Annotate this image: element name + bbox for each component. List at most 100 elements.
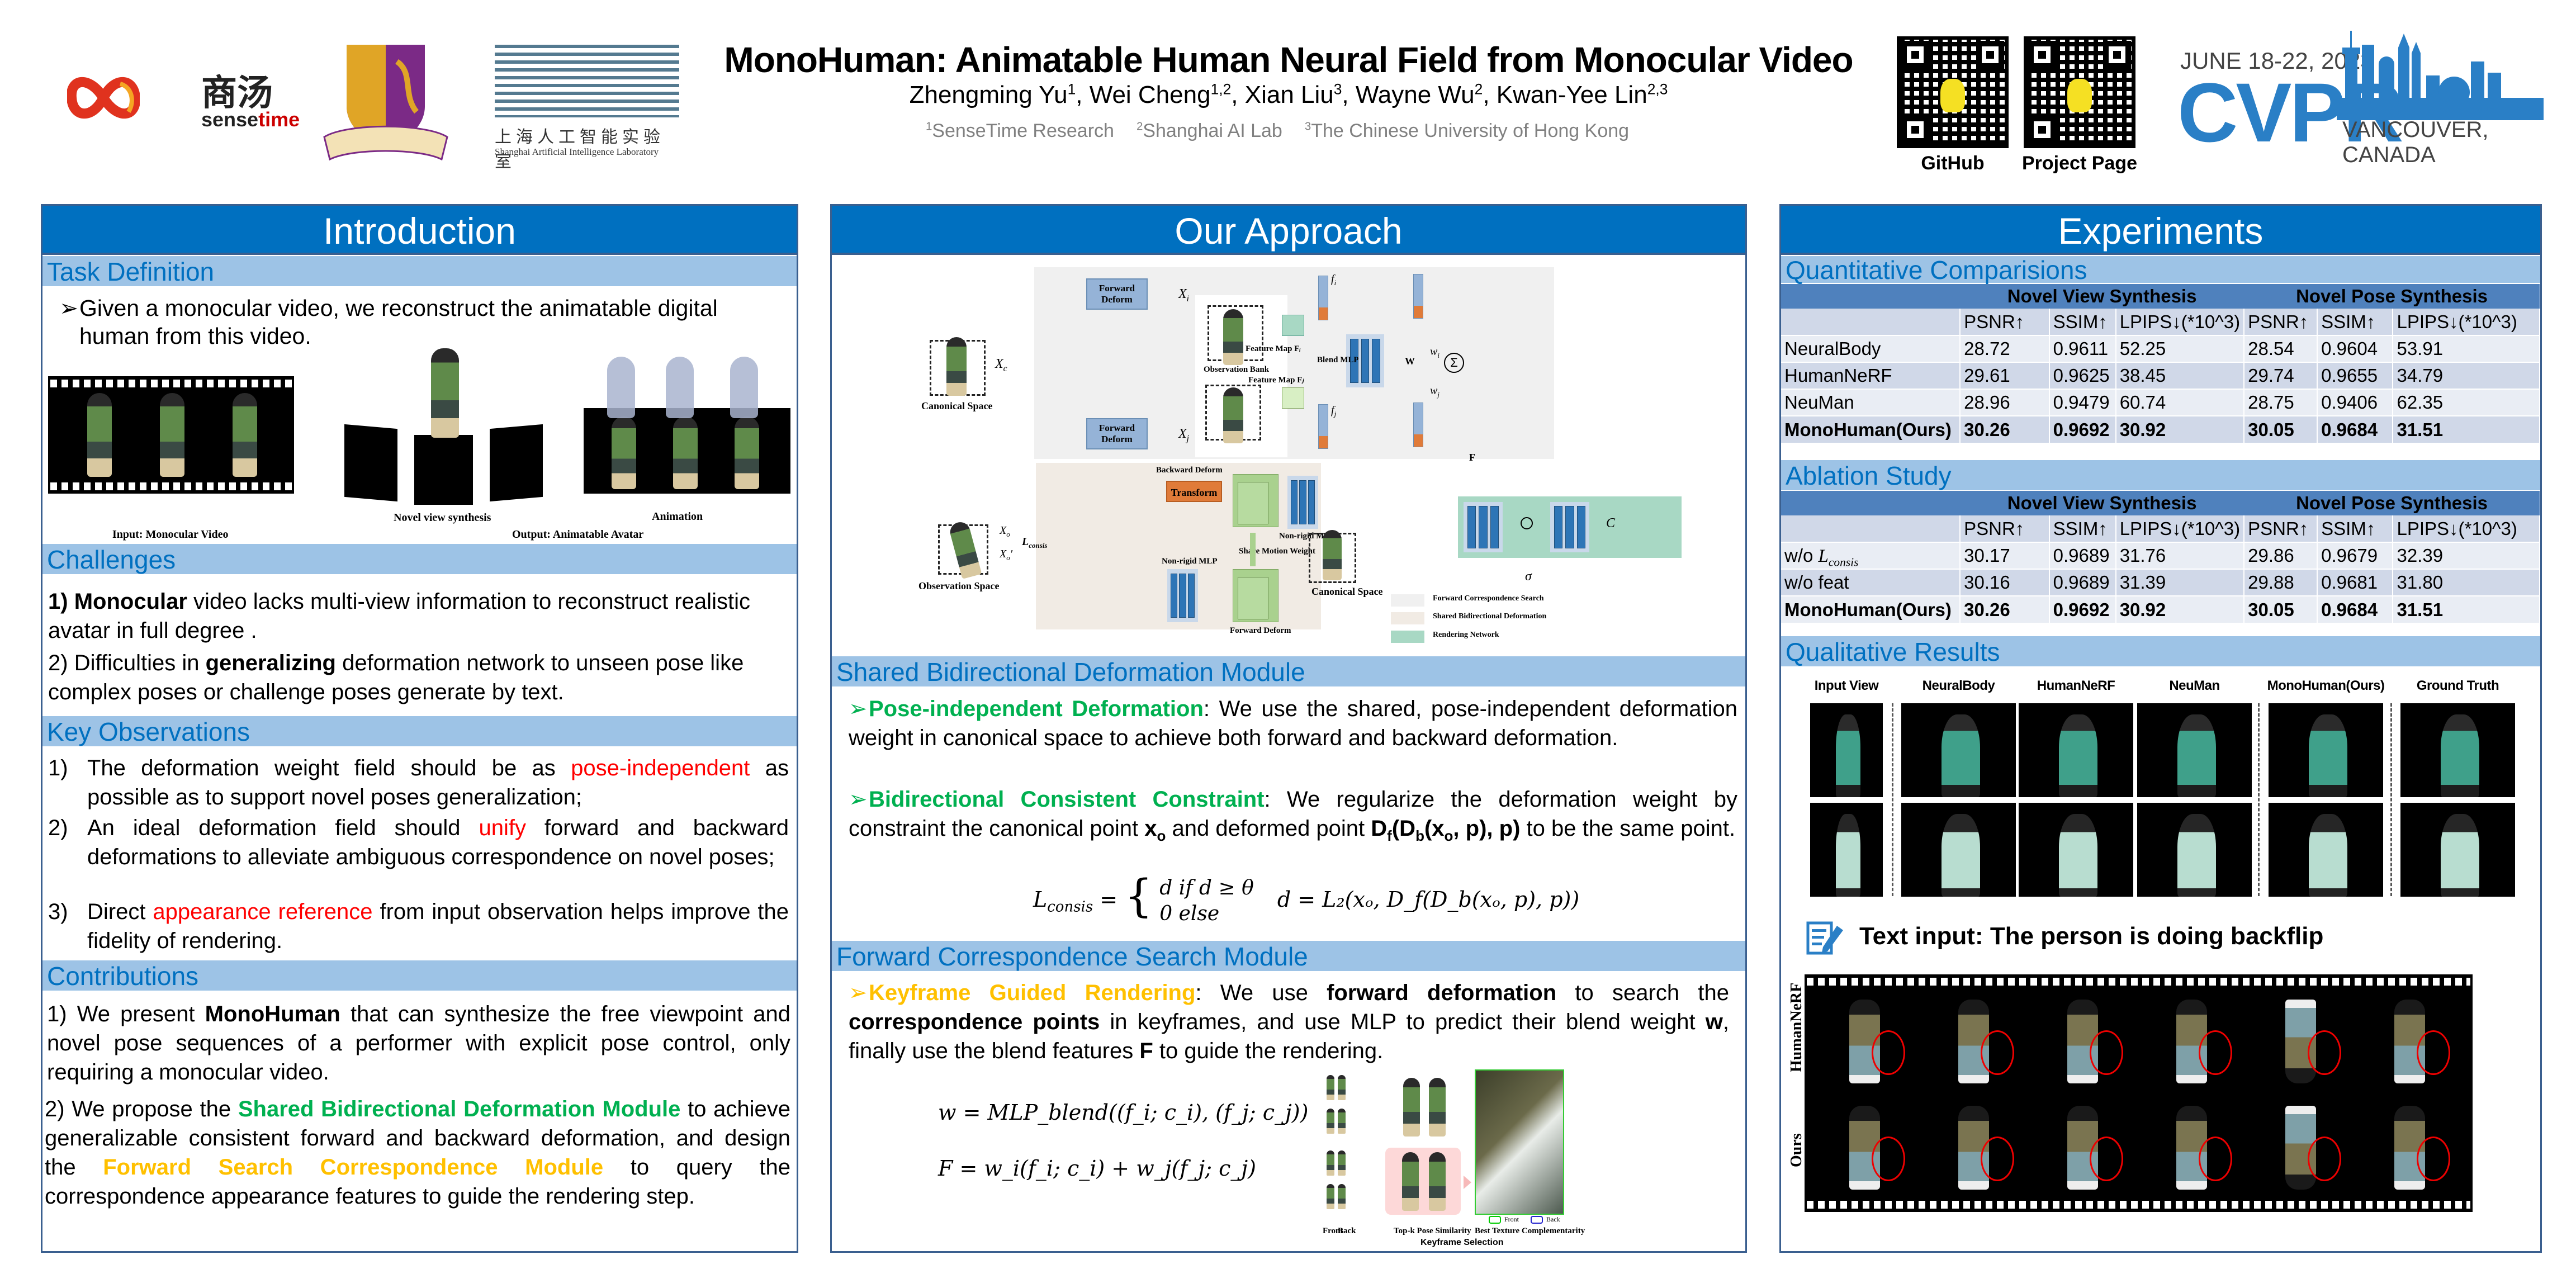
sbdm-heading: Shared Bidirectional Deformation Module — [832, 656, 1745, 686]
observation-bank-label: Observation Bank — [1204, 365, 1270, 374]
xo-prime-label: Xo′ — [1000, 548, 1013, 562]
blend-weight-equation: w = MLP_blend((f_i; c_i), (f_j; c_j)) — [938, 1100, 1309, 1125]
zoom-circle-highlight — [2308, 1030, 2341, 1075]
sbdm-item-consistent: ➢Bidirectional Consistent Constraint: We… — [849, 785, 1737, 843]
approach-panel: Our Approach Canonical Space Xc Forward … — [830, 204, 1747, 1253]
divider-dashed — [1892, 703, 1893, 896]
introduction-panel: Introduction Task Definition ➢Given a mo… — [41, 204, 798, 1253]
metric-cell: 30.92 — [2115, 415, 2245, 443]
keyframe-thumb — [1327, 1150, 1334, 1176]
sbdm-item-pose-independent: ➢Pose-independent Deformation: We use th… — [849, 694, 1737, 752]
xi-label: Xi — [1178, 287, 1190, 304]
density-output-label: σ — [1525, 569, 1532, 584]
affiliation: 1SenseTime Research — [925, 120, 1114, 141]
keyframe-thumb — [1327, 1075, 1334, 1100]
metric-cell: 30.17 — [1960, 542, 2050, 569]
table-group-header: Novel View Synthesis — [1960, 284, 2244, 309]
metric-cell: 60.74 — [2115, 389, 2245, 416]
forward-deform-box-top: Forward Deform — [1086, 278, 1148, 310]
table-column-header: SSIM↑ — [2317, 515, 2394, 542]
render-mlp-1 — [1464, 502, 1503, 552]
person-figure — [233, 393, 257, 477]
person-figure — [2440, 714, 2480, 797]
vancouver-skyline-icon — [2337, 31, 2544, 120]
caption-animation: Animation — [652, 510, 703, 523]
table-column-header: LPIPS↓(*10^3) — [2115, 515, 2245, 542]
feature-vector-fj-right — [1413, 402, 1423, 447]
keyframe-figure — [1429, 1078, 1446, 1137]
experiments-title: Experiments — [1781, 206, 2540, 255]
texture-map — [1475, 1069, 1564, 1215]
F-label: F — [1469, 452, 1475, 463]
person-figure — [2058, 814, 2098, 897]
pikachu-icon — [2067, 79, 2092, 112]
person-figure — [2177, 814, 2217, 897]
project-page-qr-code[interactable] — [2024, 36, 2135, 148]
metric-cell: 0.9655 — [2317, 362, 2394, 389]
metric-cell: 0.9479 — [2049, 389, 2116, 416]
person-figure — [673, 416, 698, 489]
github-label: GitHub — [1921, 153, 1985, 174]
metric-cell: 0.9689 — [2049, 542, 2116, 569]
person-figure — [1223, 387, 1243, 443]
feature-map-j — [1282, 387, 1304, 409]
table-group-header: Novel Pose Synthesis — [2244, 491, 2540, 515]
table-group-header: Novel View Synthesis — [1960, 491, 2244, 515]
metric-cell: 30.92 — [2115, 595, 2245, 623]
front-label: Front — [1323, 1227, 1343, 1235]
author-name: Xian Liu3 — [1244, 80, 1342, 108]
github-qr-code[interactable] — [1897, 36, 2009, 148]
zoom-circle-highlight — [1872, 1030, 1905, 1075]
contribution-item-2: 2) We propose the Shared Bidirectional D… — [45, 1097, 790, 1209]
fj-label: fj — [1331, 404, 1337, 418]
metric-cell: 32.39 — [2393, 542, 2540, 569]
shanghai-ai-lab-logo: 上海人工智能实验室 Shanghai Artificial Intelligen… — [492, 45, 682, 171]
metric-cell: 0.9604 — [2317, 335, 2394, 362]
legend-back-label: Back — [1546, 1215, 1560, 1223]
keyframe-thumb — [1327, 1184, 1334, 1209]
legend-sbd-label: Shared Bidirectional Deformation — [1433, 612, 1547, 621]
person-figure — [2308, 714, 2348, 797]
arrow-bullet-icon: ➢ — [849, 981, 868, 1005]
animation-panel — [584, 408, 790, 494]
qualitative-result-image — [2019, 803, 2133, 897]
backward-deform-label: Backward Deform — [1156, 466, 1223, 475]
zoom-circle-highlight — [1981, 1137, 2014, 1181]
zoom-circle-highlight — [2417, 1137, 2450, 1181]
person-figure — [1941, 714, 1981, 797]
person-figure — [87, 393, 112, 477]
observation-item: 1)The deformation weight field should be… — [48, 756, 789, 809]
architecture-diagram: Canonical Space Xc Forward Deform Forwar… — [832, 206, 1749, 653]
qualitative-column-label: Input View — [1814, 678, 1879, 693]
sum-node: Σ — [1444, 353, 1464, 373]
zoom-circle-highlight — [2417, 1030, 2450, 1075]
xc-label: Xc — [995, 357, 1007, 373]
table-header-empty — [1781, 515, 1961, 542]
novel-view-panel-right — [490, 424, 543, 502]
qualitative-result-image — [1810, 803, 1883, 897]
color-output-label: C — [1606, 516, 1616, 531]
keyframe-selection-label: Keyframe Selection — [1420, 1238, 1504, 1247]
approach-title: Our Approach — [832, 206, 1745, 255]
project-page-label: Project Page — [2022, 153, 2137, 174]
transform-box: Transform — [1166, 481, 1222, 502]
qualitative-result-image — [2137, 703, 2252, 797]
text-input-caption: Text input: The person is doing backflip — [1859, 922, 2324, 950]
quantitative-heading: Quantitative Comparisions — [1781, 256, 2540, 284]
legend-front-label: Front — [1504, 1215, 1519, 1223]
metric-cell: 52.25 — [2115, 335, 2245, 362]
arrow-right-icon — [1464, 1176, 1471, 1189]
person-figure — [2058, 714, 2098, 797]
metric-cell: 31.80 — [2393, 569, 2540, 596]
legend-fcs-label: Forward Correspondence Search — [1433, 594, 1544, 603]
metric-cell: 0.9684 — [2317, 415, 2394, 443]
metric-cell: 31.51 — [2393, 595, 2540, 623]
canonical-space-label: Canonical Space — [921, 400, 993, 411]
top-k-highlight — [1385, 1148, 1461, 1215]
metric-cell: 0.9406 — [2317, 389, 2394, 416]
keyframe-thumb — [1338, 1150, 1346, 1176]
metric-cell: 28.75 — [2244, 389, 2318, 416]
